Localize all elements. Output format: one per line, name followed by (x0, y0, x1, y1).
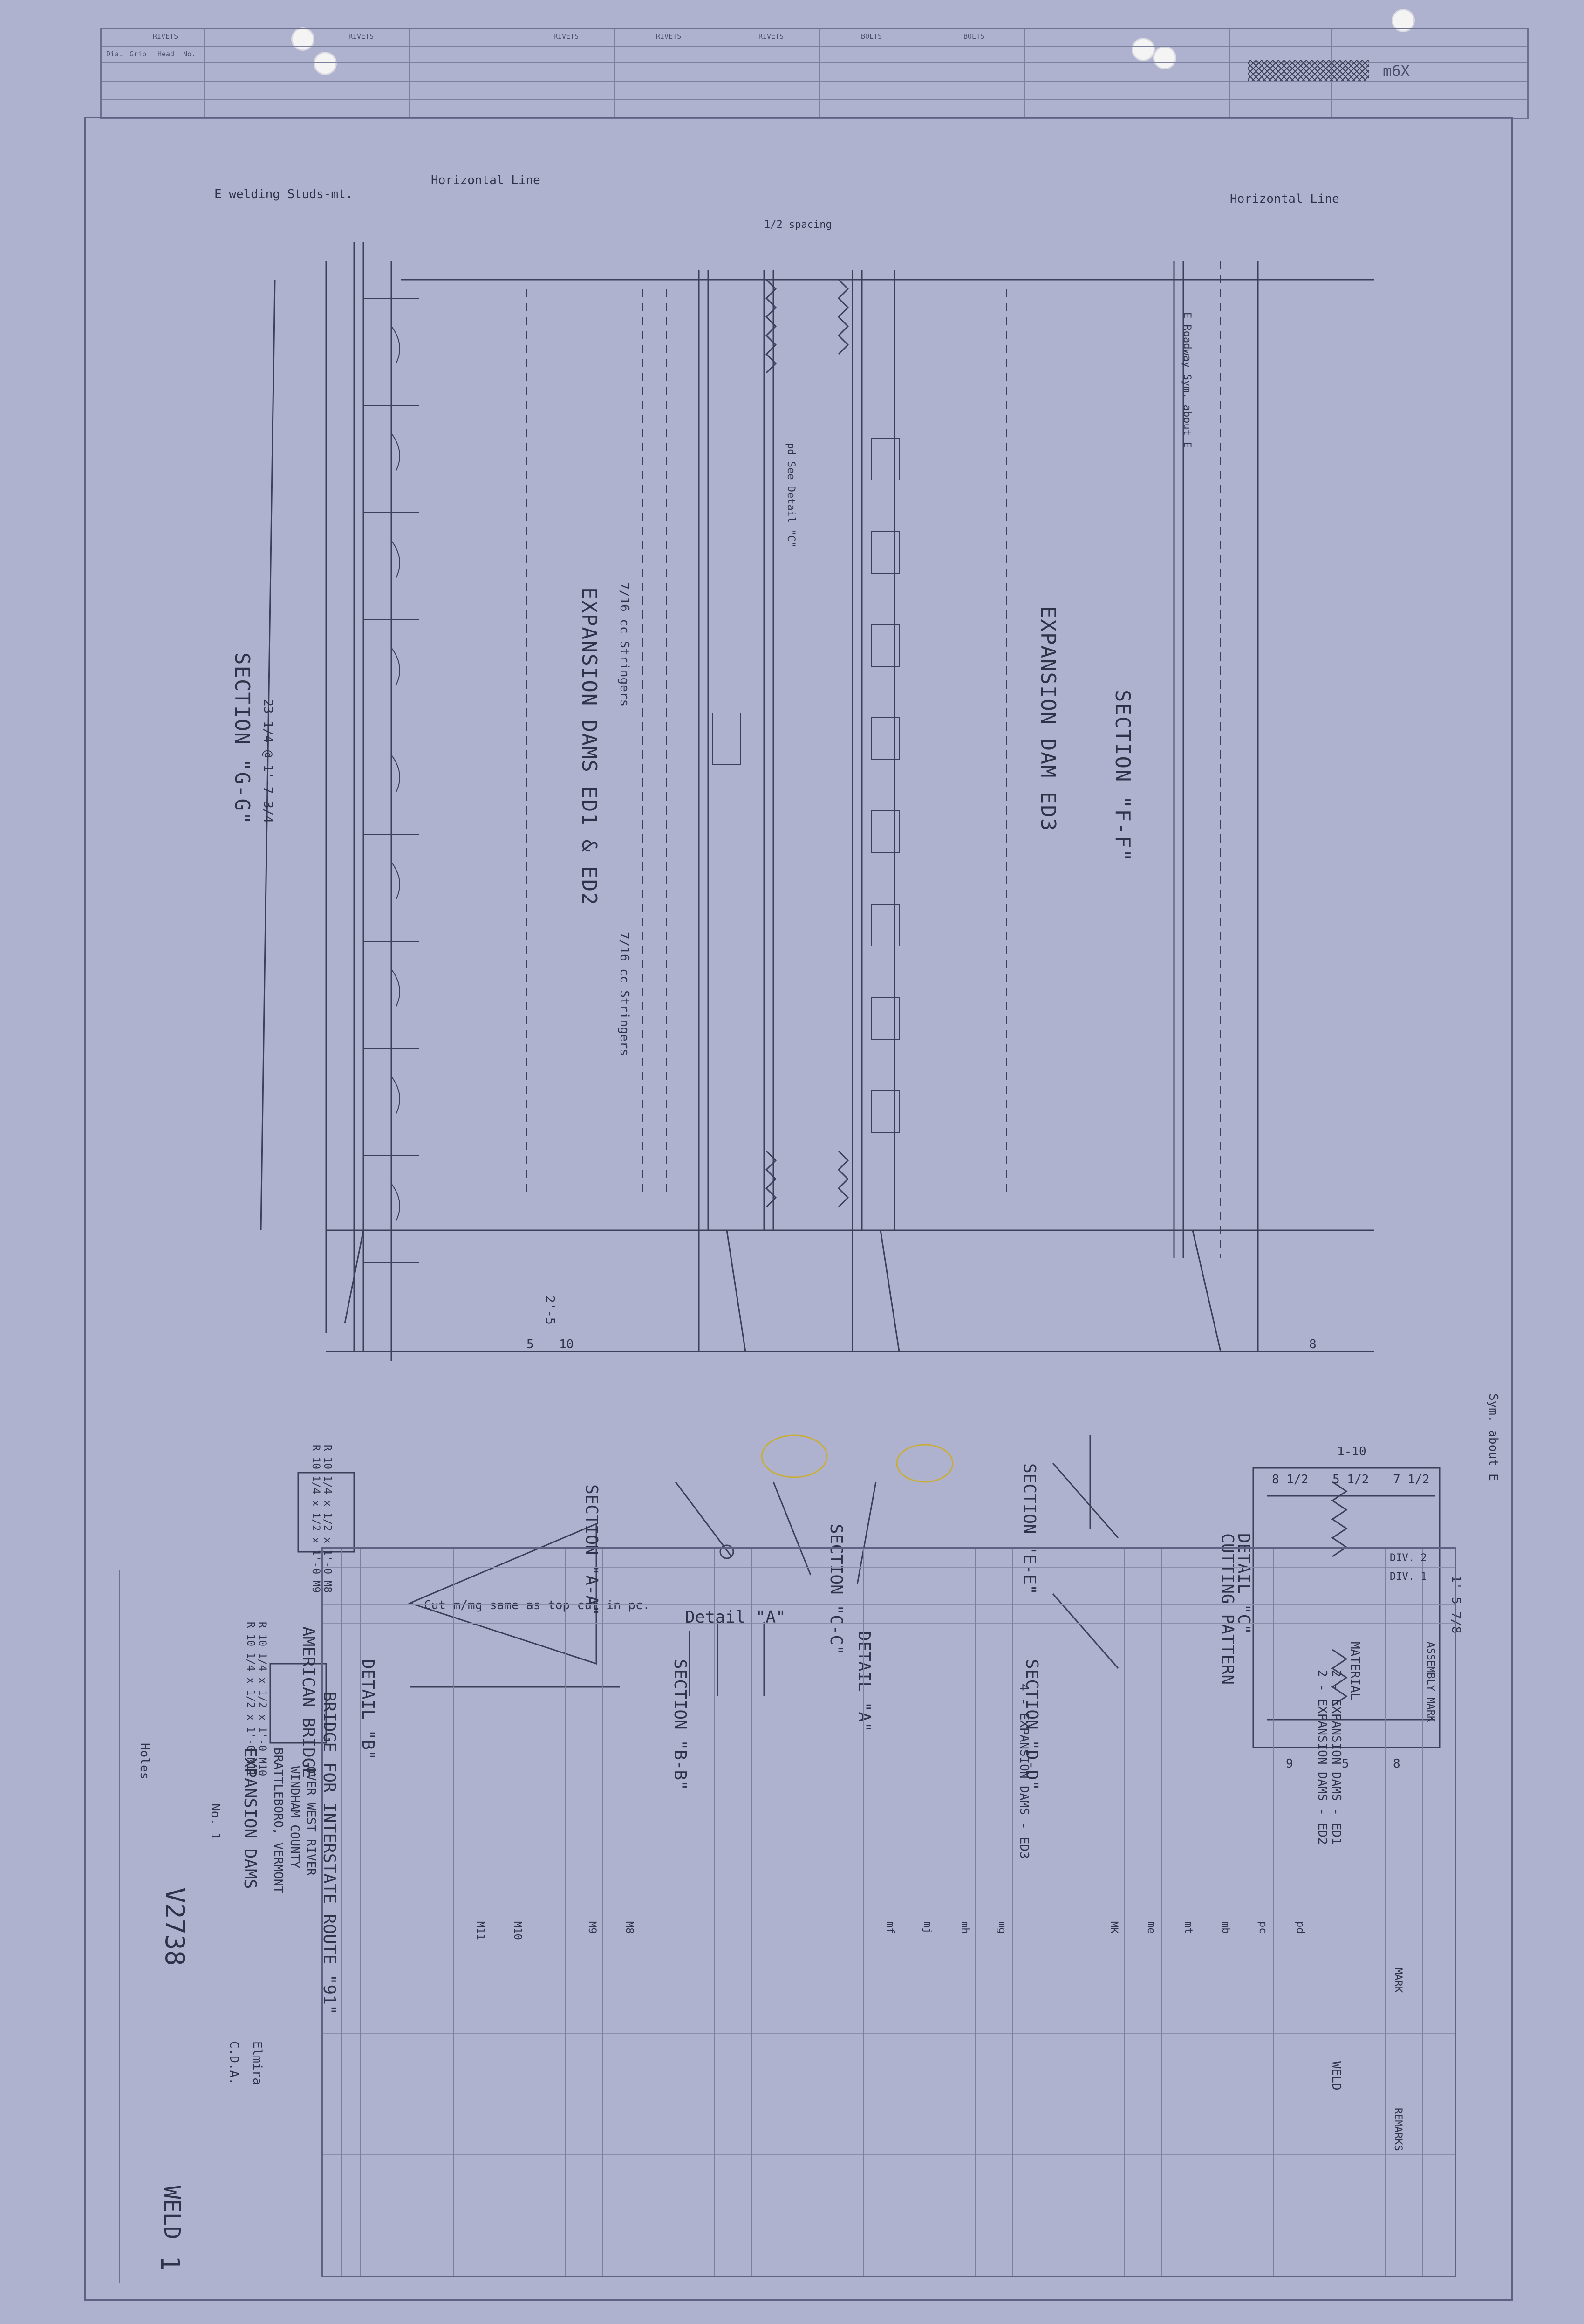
header-col-label: RIVETS (553, 32, 579, 41)
drawing-frame (84, 117, 1513, 2301)
header-sub-label: No. (183, 50, 196, 58)
header-corner-note: m6X (1383, 62, 1410, 80)
header-sub-label: Dia. (106, 50, 123, 58)
bill-of-material-table: DIV. 2 DIV. 1 MATERIAL ASSEMBLY MARK MAR… (321, 1547, 1456, 2277)
weld-mark: WELD (1329, 2061, 1343, 2091)
bom-row-mark: mg (996, 1921, 1008, 1934)
bom-header: REMARKS (1392, 2108, 1404, 2151)
project-line: BRATTLEBORO, VERMONT (271, 1748, 285, 1894)
top-dim: 7 1/2 (1393, 1473, 1430, 1487)
punch-hole (1154, 48, 1175, 68)
stringer-spacing-dim: 7/16 cc Stringers (617, 583, 631, 707)
header-sub-label: Grip (130, 50, 147, 58)
dimension-label: 10 (559, 1337, 574, 1351)
see-detail-note: pd See Detail "C" (785, 443, 797, 548)
bom-group-row: 2 - EXPANSION DAMS - ED1 (1329, 1670, 1343, 1845)
punch-hole (293, 29, 313, 49)
contract-number: No. 1 (208, 1803, 222, 1840)
section-gg-dimension: 23 1/4 @ 1'-7 3/4 (261, 699, 275, 823)
expansion-dams-ed1-ed2-title: EXPANSION DAMS ED1 & ED2 (577, 587, 601, 906)
bottom-dim: 5 (1342, 1757, 1349, 1771)
bom-group-row: 4 - EXPANSION DAMS - ED3 (1017, 1684, 1031, 1859)
header-sub-label: Head (157, 50, 175, 58)
bom-header: MATERIAL (1348, 1642, 1362, 1700)
bom-header: MARK (1392, 1968, 1404, 1993)
bom-row-mark: M11 (474, 1921, 486, 1940)
top-dim: 8 1/2 (1272, 1473, 1309, 1487)
rivet-bolt-header-grid: RIVETS RIVETS RIVETS RIVETS RIVETS BOLTS… (100, 28, 1529, 119)
header-col-label: RIVETS (153, 32, 178, 41)
cutting-pattern-dim: 1-10 (1337, 1445, 1366, 1459)
expansion-dam-ed3-title: EXPANSION DAM ED3 (1036, 606, 1060, 832)
div-label: DIV. 1 (1390, 1571, 1427, 1583)
bom-row-mark: pd (1294, 1921, 1306, 1934)
horizontal-line-label: Horizontal Line (431, 173, 540, 187)
section-ff-label: SECTION "F-F" (1111, 690, 1134, 863)
bom-row-mark: mb (1220, 1921, 1231, 1934)
bom-row-mark: pc (1257, 1921, 1269, 1934)
checked-by: C.D.A. (227, 2041, 241, 2085)
finger-spacing-note: 1/2 spacing (764, 219, 832, 231)
header-col-label: RIVETS (348, 32, 374, 41)
symmetry-note: E Roadway Sym. about E (1181, 312, 1193, 448)
bom-row-mark: M8 (623, 1921, 635, 1934)
horizontal-line-label: Horizontal Line (1230, 192, 1339, 206)
bom-group-row: 2 - EXPANSION DAMS - ED2 (1315, 1670, 1329, 1845)
crosshatch-mark (1248, 60, 1369, 81)
drawing-number: V2738 (159, 1887, 190, 1966)
title-block: AMERICAN BRIDGE BRIDGE FOR INTERSTATE RO… (119, 1570, 339, 2283)
drawing-title: EXPANSION DAMS (240, 1748, 259, 1889)
header-col-label: BOLTS (861, 32, 882, 41)
dimension-label: 2'-5 (543, 1296, 557, 1325)
bottom-dim: 8 (1393, 1757, 1400, 1771)
bom-row-mark: M10 (512, 1921, 523, 1940)
header-col-label: RIVETS (656, 32, 682, 41)
weld-label: WELD (159, 2186, 185, 2240)
bottom-dim: 9 (1286, 1757, 1293, 1771)
dimension-label: 5 (526, 1337, 534, 1351)
bom-row-mark: mf (884, 1921, 896, 1934)
stringer-spacing-dim: 7/16 cc Stringers (617, 932, 631, 1056)
cut-note: Cut m/mg same as top cut in pc. (424, 1598, 650, 1612)
dimension-label: 8 (1309, 1337, 1317, 1351)
company-name: AMERICAN BRIDGE (299, 1626, 318, 1778)
bom-row-mark: mt (1182, 1921, 1194, 1934)
top-dim: 5 1/2 (1332, 1473, 1369, 1487)
symmetry-note: Sym. about E (1486, 1393, 1500, 1481)
bom-row-mark: mh (959, 1921, 970, 1934)
sheet-number: 1 (155, 2255, 185, 2271)
bom-row-mark: mj (922, 1921, 933, 1934)
punch-hole (1393, 10, 1413, 31)
punch-hole (1133, 39, 1154, 60)
detail-a-label: Detail "A" (685, 1608, 786, 1627)
header-col-label: RIVETS (758, 32, 784, 41)
punch-hole (315, 53, 335, 74)
div-label: DIV. 2 (1390, 1552, 1427, 1564)
welding-studs-note: E welding Studs-mt. (214, 187, 353, 201)
section-gg-label: SECTION "G-G" (230, 652, 254, 825)
project-line: OVER WEST RIVER (304, 1766, 318, 1876)
made-at: Elmira (250, 2041, 264, 2085)
bom-header: ASSEMBLY MARK (1425, 1642, 1436, 1722)
project-line: BRIDGE FOR INTERSTATE ROUTE "91" (320, 1692, 339, 2015)
bom-row-mark: me (1145, 1921, 1157, 1934)
project-line: WINDHAM COUNTY (287, 1766, 301, 1869)
header-col-label: BOLTS (963, 32, 985, 41)
bom-row-mark: M9 (586, 1921, 598, 1934)
bom-row-mark: MK (1108, 1921, 1120, 1934)
